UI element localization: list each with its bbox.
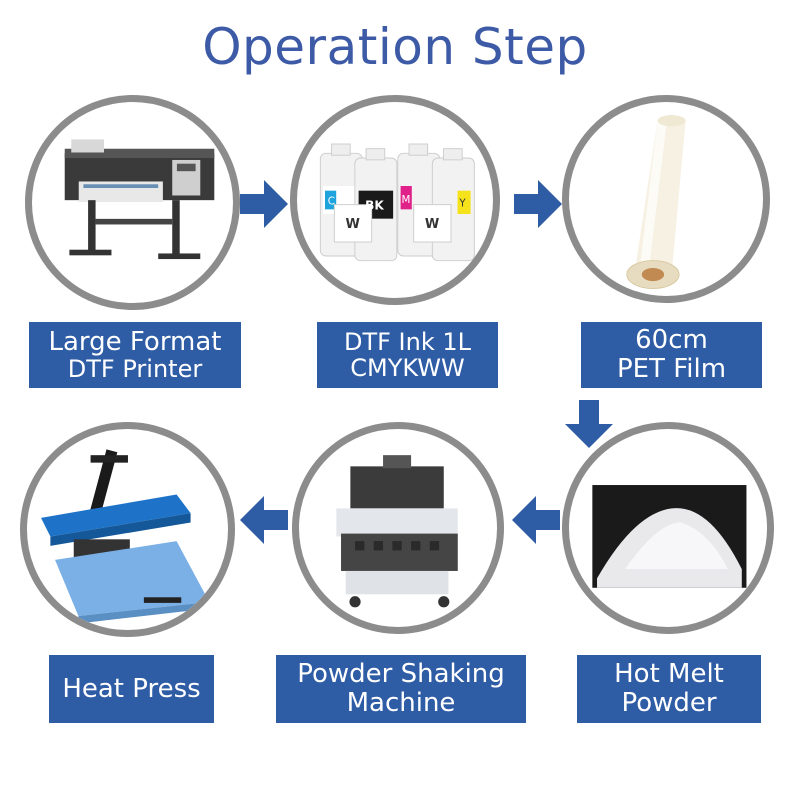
step-2-line1: DTF Ink 1L <box>343 327 472 356</box>
heat-press-image <box>41 449 210 624</box>
step-2-circle: C BK M Y W W <box>290 95 500 305</box>
step-3-line1: 60cm <box>635 325 708 356</box>
ink-label-w2: W <box>425 217 439 232</box>
arrow-down-icon <box>565 400 613 448</box>
step-4-circle <box>562 422 774 634</box>
step-3-label: 60cm PET Film <box>581 322 762 388</box>
dtf-printer-image <box>64 139 215 260</box>
step-6-line1: Heat Press <box>62 673 201 704</box>
ink-label-m: M <box>402 194 411 206</box>
powder-shaker-image <box>336 455 458 608</box>
ink-label-y: Y <box>458 198 466 210</box>
step-1-line2: DTF Printer <box>67 355 203 384</box>
step-3-line2: PET Film <box>616 354 727 384</box>
step-4-line2: Powder <box>621 688 717 718</box>
arrow-right-icon <box>240 180 288 228</box>
ink-label-c: C <box>328 196 335 208</box>
step-6-label: Heat Press <box>49 655 214 723</box>
arrow-left-icon <box>240 496 288 544</box>
step-1-line1: Large Format <box>48 326 222 357</box>
pet-film-roll-image <box>626 115 686 290</box>
step-4-label: Hot Melt Powder <box>577 655 761 723</box>
page-title: Operation Step <box>202 18 588 76</box>
arrow-left-icon <box>512 496 560 544</box>
step-5-circle <box>292 422 504 634</box>
step-5-line1: Powder Shaking <box>297 659 505 690</box>
step-3-circle <box>562 95 770 303</box>
arrow-right-icon <box>514 180 562 228</box>
powder-pile-image <box>592 485 747 588</box>
step-2-line2: CMYKWW <box>350 354 465 382</box>
step-1-circle <box>25 95 240 310</box>
step-2-label: DTF Ink 1L CMYKWW <box>317 322 498 388</box>
step-5-line2: Machine <box>346 688 456 718</box>
ink-bottles-image: C BK M Y W W <box>319 143 475 262</box>
step-5-label: Powder Shaking Machine <box>276 655 526 723</box>
step-1-label: Large Format DTF Printer <box>29 322 241 388</box>
ink-label-bk: BK <box>365 198 384 212</box>
step-4-line1: Hot Melt <box>614 659 724 690</box>
step-6-circle <box>20 422 235 637</box>
ink-label-w1: W <box>346 217 360 232</box>
